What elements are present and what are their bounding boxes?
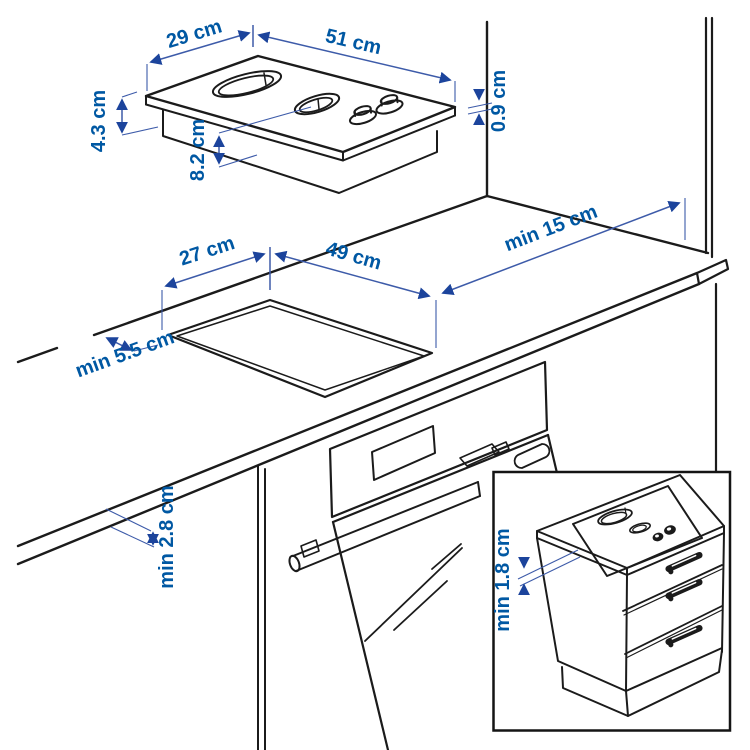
drawer-divider-2a xyxy=(624,605,723,655)
drawer-divider-2b xyxy=(625,609,723,659)
oven-handle-mount xyxy=(300,539,320,558)
dimension-label-inset-thickness: min 1.8 cm xyxy=(492,528,514,631)
dim-line-27 xyxy=(164,251,266,289)
worktop-front-top-edge xyxy=(16,271,699,548)
cooktop-base-box xyxy=(162,109,438,194)
oven-glass-reflection-1 xyxy=(364,547,463,642)
dimension-label-depth: 29 cm xyxy=(164,15,225,53)
control-knob-2-sides xyxy=(380,96,399,107)
control-knob-2-flange xyxy=(375,99,404,115)
control-knob-1-flange xyxy=(348,109,378,126)
dimension-label-height: 4.3 cm xyxy=(88,90,110,152)
ext-line-min55 xyxy=(133,344,159,352)
inset-dimension: min 1.8 cm xyxy=(492,528,581,632)
dimension-label-rim-thickness: 0.9 cm xyxy=(488,70,510,132)
cabinet-bottom-front-edge xyxy=(625,647,723,692)
drawer-divider-1a xyxy=(622,564,723,612)
control-knob-1-sides xyxy=(353,107,372,117)
left-wall-base-continued xyxy=(16,346,59,364)
inset-cooktop-outline xyxy=(572,485,703,577)
inset-detail-box: min 1.8 cm xyxy=(492,470,732,732)
cabinet-plinth-corner xyxy=(625,690,629,717)
worktop-front-bottom-edge xyxy=(16,282,701,566)
ext-lines-82 xyxy=(218,106,312,168)
dim-line-29 xyxy=(149,30,251,65)
dimension-label-worktop-thickness: min 2.8 cm xyxy=(156,485,178,588)
inset-cooktop xyxy=(572,485,703,577)
cabinet-left-face xyxy=(536,537,627,692)
dim-line-min15 xyxy=(441,201,681,295)
cutout-outer-edge xyxy=(166,298,434,399)
inset-large-burner-mark xyxy=(624,507,627,515)
dim-line-min55 xyxy=(105,337,133,351)
oven-display xyxy=(371,425,436,481)
worktop-end-face xyxy=(695,258,730,286)
oven-handle-bar-top xyxy=(292,481,479,557)
ext-lines-min18 xyxy=(517,549,581,587)
dimension-label-front-clearance: min 5.5 cm xyxy=(73,326,178,382)
wall-lines xyxy=(16,16,718,473)
inset-border xyxy=(492,470,732,732)
cabinet-front-corner-edge xyxy=(625,574,628,692)
large-burner-outer-ring xyxy=(211,70,283,98)
oven-glass-reflection-3 xyxy=(431,543,462,570)
ext-lines-43 xyxy=(121,91,159,136)
oven-handle-end xyxy=(477,481,481,497)
inset-base-cabinet: min 1.8 cm xyxy=(492,474,725,717)
small-burner-outer-ring xyxy=(293,92,341,116)
inset-large-burner-inner xyxy=(600,511,628,525)
oven-door-top-edge xyxy=(331,433,550,524)
dimension-label-side-clearance: min 15 cm xyxy=(501,201,600,257)
drawer-handle-2 xyxy=(665,578,703,602)
dimension-label-cutout-depth: 27 cm xyxy=(177,232,238,270)
inset-small-burner-outer xyxy=(629,522,651,534)
oven-door-left-edge xyxy=(331,520,390,750)
cabinet-right-edge xyxy=(721,532,725,653)
cutout-inner-edge xyxy=(176,305,425,391)
inset-small-burner-inner xyxy=(632,524,647,533)
dimension-label-width: 51 cm xyxy=(323,25,383,59)
ext-lines-09 xyxy=(467,102,493,115)
inset-large-burner-outer xyxy=(597,508,633,526)
small-burner-igniter-mark xyxy=(317,98,320,110)
drawer-handle-1 xyxy=(665,551,703,575)
oven-handle-bar-bottom xyxy=(295,495,481,572)
oven-glass-reflection-2 xyxy=(393,580,448,631)
oven-control-panel xyxy=(328,360,549,519)
drawer-handle-3 xyxy=(665,624,703,648)
oven-handle-cap xyxy=(288,554,301,573)
mounting-rod xyxy=(513,443,551,469)
left-wall-base xyxy=(92,194,489,337)
inset-knob-2-highlight xyxy=(666,527,672,531)
cabinet-worktop-edges xyxy=(536,525,725,576)
cooktop-rim-bottom xyxy=(145,103,456,162)
inset-knob-1-highlight xyxy=(655,534,659,538)
oven-latch-bracket xyxy=(459,443,500,467)
dim-line-51 xyxy=(257,31,452,84)
oven-latch-hook xyxy=(491,441,510,456)
worktop-with-cutout xyxy=(16,258,730,566)
dim-line-49 xyxy=(274,250,431,300)
dimension-label-burner-offset: 8.2 cm xyxy=(187,119,209,181)
ext-lines-min28 xyxy=(105,508,155,548)
cooktop-rim-edges xyxy=(145,95,456,162)
